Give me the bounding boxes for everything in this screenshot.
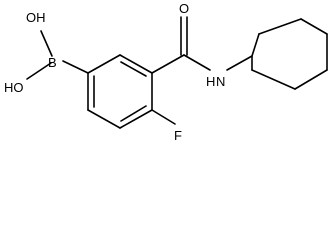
atom-label-oh-top: OH: [26, 10, 46, 25]
bond-boron-oh-top: [40, 30, 53, 57]
bond-ring-c6-c1: [87, 54, 121, 74]
bond-cyclohexyl-5: [294, 69, 328, 90]
bond-ring-fluorine: [151, 109, 176, 125]
carboxamide-group: O H N: [151, 1, 253, 89]
atom-label-nitrogen: N: [216, 74, 225, 89]
chemical-structure: OH B HO F O H N: [4, 1, 328, 143]
atom-label-nitrogen-h: H: [206, 74, 215, 89]
bond-nitrogen-cyclohexyl: [226, 55, 253, 71]
bond-cyclohexyl-1: [251, 33, 260, 57]
bond-cyclohexyl-6: [251, 69, 296, 90]
bond-ring-c4-c5: [87, 109, 121, 129]
bond-cyclohexyl-2: [258, 18, 302, 35]
bond-cyclohexyl-3: [300, 18, 328, 35]
bond-boron-oh-bottom: [26, 62, 52, 80]
boronic-acid-group: OH B HO: [4, 10, 89, 95]
atom-label-fluorine: F: [174, 128, 182, 143]
cyclohexyl-ring: [251, 18, 328, 90]
atom-label-oh-bottom: HO: [4, 80, 24, 95]
bond-ring-double-2: [120, 105, 147, 122]
atom-label-oxygen: O: [179, 1, 189, 16]
bond-ring-carbonyl: [151, 54, 185, 74]
fluoro-group: F: [151, 109, 182, 143]
bond-carbonyl-nitrogen: [183, 54, 211, 71]
bond-ring-c1-c2: [119, 54, 153, 74]
atom-label-boron: B: [48, 55, 57, 70]
bond-ring-c3-c4: [119, 109, 153, 129]
benzene-ring: [87, 54, 153, 129]
bond-ring-boron: [62, 60, 89, 74]
bond-ring-double-1: [120, 61, 147, 77]
